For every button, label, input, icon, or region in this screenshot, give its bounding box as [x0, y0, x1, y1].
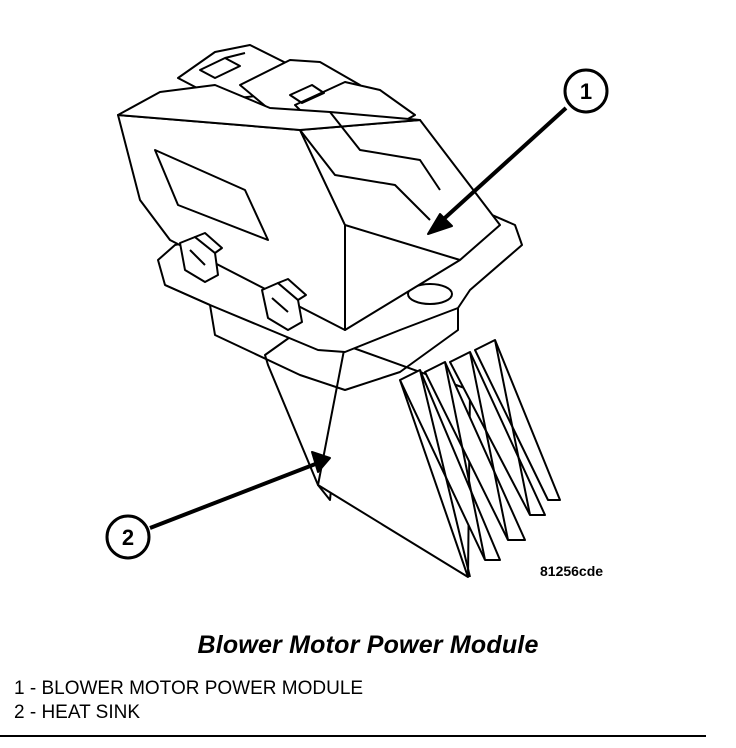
callout-1-label: 1	[580, 79, 592, 104]
heat-sink	[264, 329, 561, 578]
locking-clips	[179, 232, 307, 331]
callout-2: 2	[105, 451, 331, 560]
legend-item: 1 - BLOWER MOTOR POWER MODULE	[14, 678, 364, 699]
legend-item: 2 - HEAT SINK	[14, 702, 140, 723]
bottom-rule	[0, 735, 706, 737]
figure-id: 81256cde	[540, 563, 604, 579]
module-housing	[117, 44, 501, 331]
legend: 1 - BLOWER MOTOR POWER MODULE 2 - HEAT S…	[14, 677, 363, 725]
module-illustration: 1 2	[105, 44, 609, 578]
figure-title: Blower Motor Power Module	[197, 631, 539, 659]
callout-1: 1	[427, 68, 609, 235]
callout-2-label: 2	[122, 525, 134, 550]
